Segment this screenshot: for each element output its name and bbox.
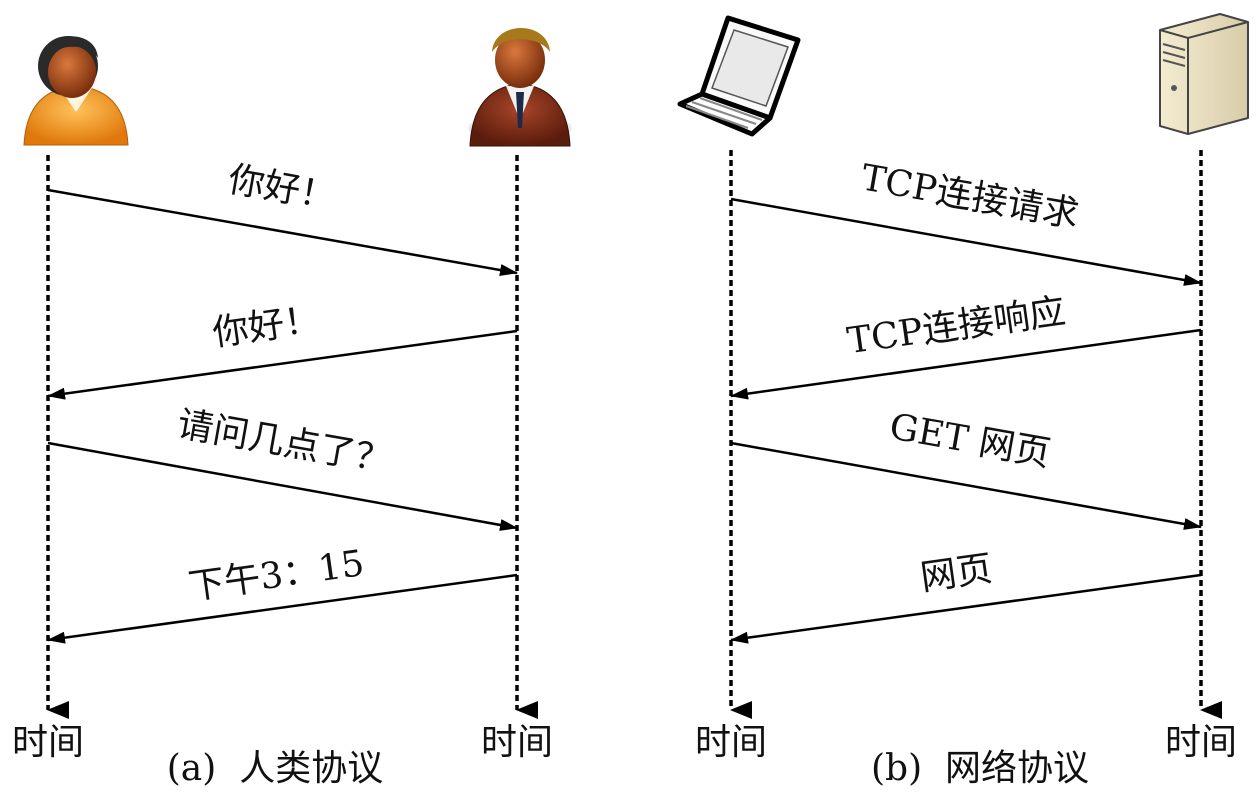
arrow-b-1 [730, 197, 1202, 286]
time-label-b-left: 时间 [695, 722, 767, 763]
time-label-a-right: 时间 [481, 722, 553, 763]
time-label-b-right: 时间 [1165, 722, 1237, 763]
arrow-a-3 [47, 441, 518, 531]
laptop-icon [677, 15, 801, 137]
woman-avatar-icon [23, 36, 129, 146]
server-icon [1159, 13, 1249, 135]
arrow-a-4 [47, 573, 518, 644]
arrow-a-1 [47, 188, 518, 276]
arrow-b-4 [730, 573, 1202, 644]
message-label-a-3: 请问几点了？ [174, 404, 394, 482]
caption-a: (a) 人类协议 [167, 748, 383, 789]
message-label-b-4: 网页 [918, 548, 995, 599]
arrow-b-2 [730, 328, 1202, 400]
message-label-b-1: TCP连接请求 [858, 157, 1082, 236]
man-avatar-icon [468, 28, 572, 147]
message-label-a-2: 你好！ [210, 299, 323, 355]
message-label-a-1: 你好！ [225, 159, 338, 218]
caption-b: (b) 网络协议 [871, 748, 1089, 789]
arrow-a-2 [47, 329, 518, 400]
message-label-b-3: GET 网页 [886, 406, 1053, 475]
arrow-b-3 [730, 441, 1202, 530]
message-label-b-2: TCP连接响应 [845, 291, 1068, 362]
time-label-a-left: 时间 [12, 722, 84, 763]
